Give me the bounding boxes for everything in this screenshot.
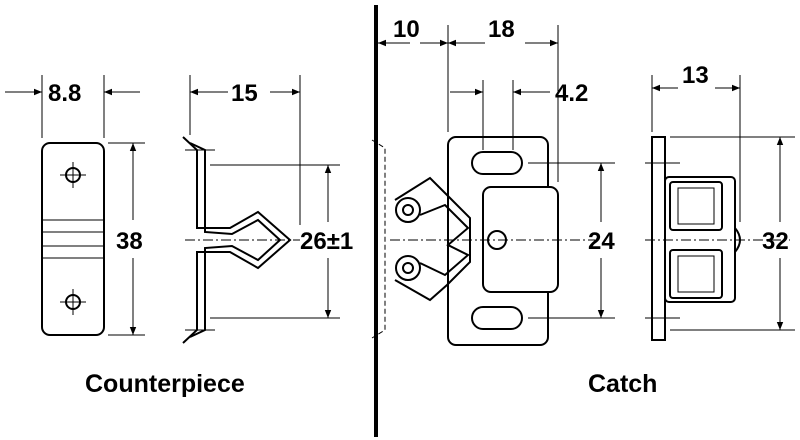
roller xyxy=(395,197,421,223)
dimension-counterpiece-hole-spacing: 26±1 xyxy=(210,164,353,319)
dimension-counterpiece-height: 38 xyxy=(108,142,145,336)
mounting-slot xyxy=(471,151,523,175)
dimension-catch-offset: 10 xyxy=(378,16,449,132)
catch-side-view xyxy=(645,136,790,341)
dimension-catch-height: 32 xyxy=(670,136,795,331)
counterpiece-front-view xyxy=(41,142,105,336)
dim-26: 26±1 xyxy=(300,228,353,255)
catch-label: Catch xyxy=(588,370,657,398)
counterpiece-side-view xyxy=(182,136,300,344)
dimension-catch-slot: 4.2 xyxy=(450,80,588,150)
catch-front-view xyxy=(371,136,595,346)
mounting-slot xyxy=(471,306,523,330)
dim-18: 18 xyxy=(488,16,515,43)
dimension-counterpiece-depth: 15 xyxy=(189,75,301,225)
roller xyxy=(395,255,421,281)
dimension-catch-depth: 13 xyxy=(651,62,741,222)
dim-32: 32 xyxy=(762,228,789,255)
dim-10: 10 xyxy=(393,16,420,43)
dimension-catch-width: 18 xyxy=(448,16,559,182)
dim-13: 13 xyxy=(682,62,709,89)
dim-4-2: 4.2 xyxy=(555,80,588,107)
dim-15: 15 xyxy=(231,80,258,107)
dimension-counterpiece-width: 8.8 xyxy=(5,75,140,138)
dim-8-8: 8.8 xyxy=(48,80,81,107)
dim-38: 38 xyxy=(116,228,143,255)
dim-24: 24 xyxy=(588,228,615,255)
counterpiece-label: Counterpiece xyxy=(85,370,245,398)
dimension-catch-hole-spacing: 24 xyxy=(528,162,615,319)
